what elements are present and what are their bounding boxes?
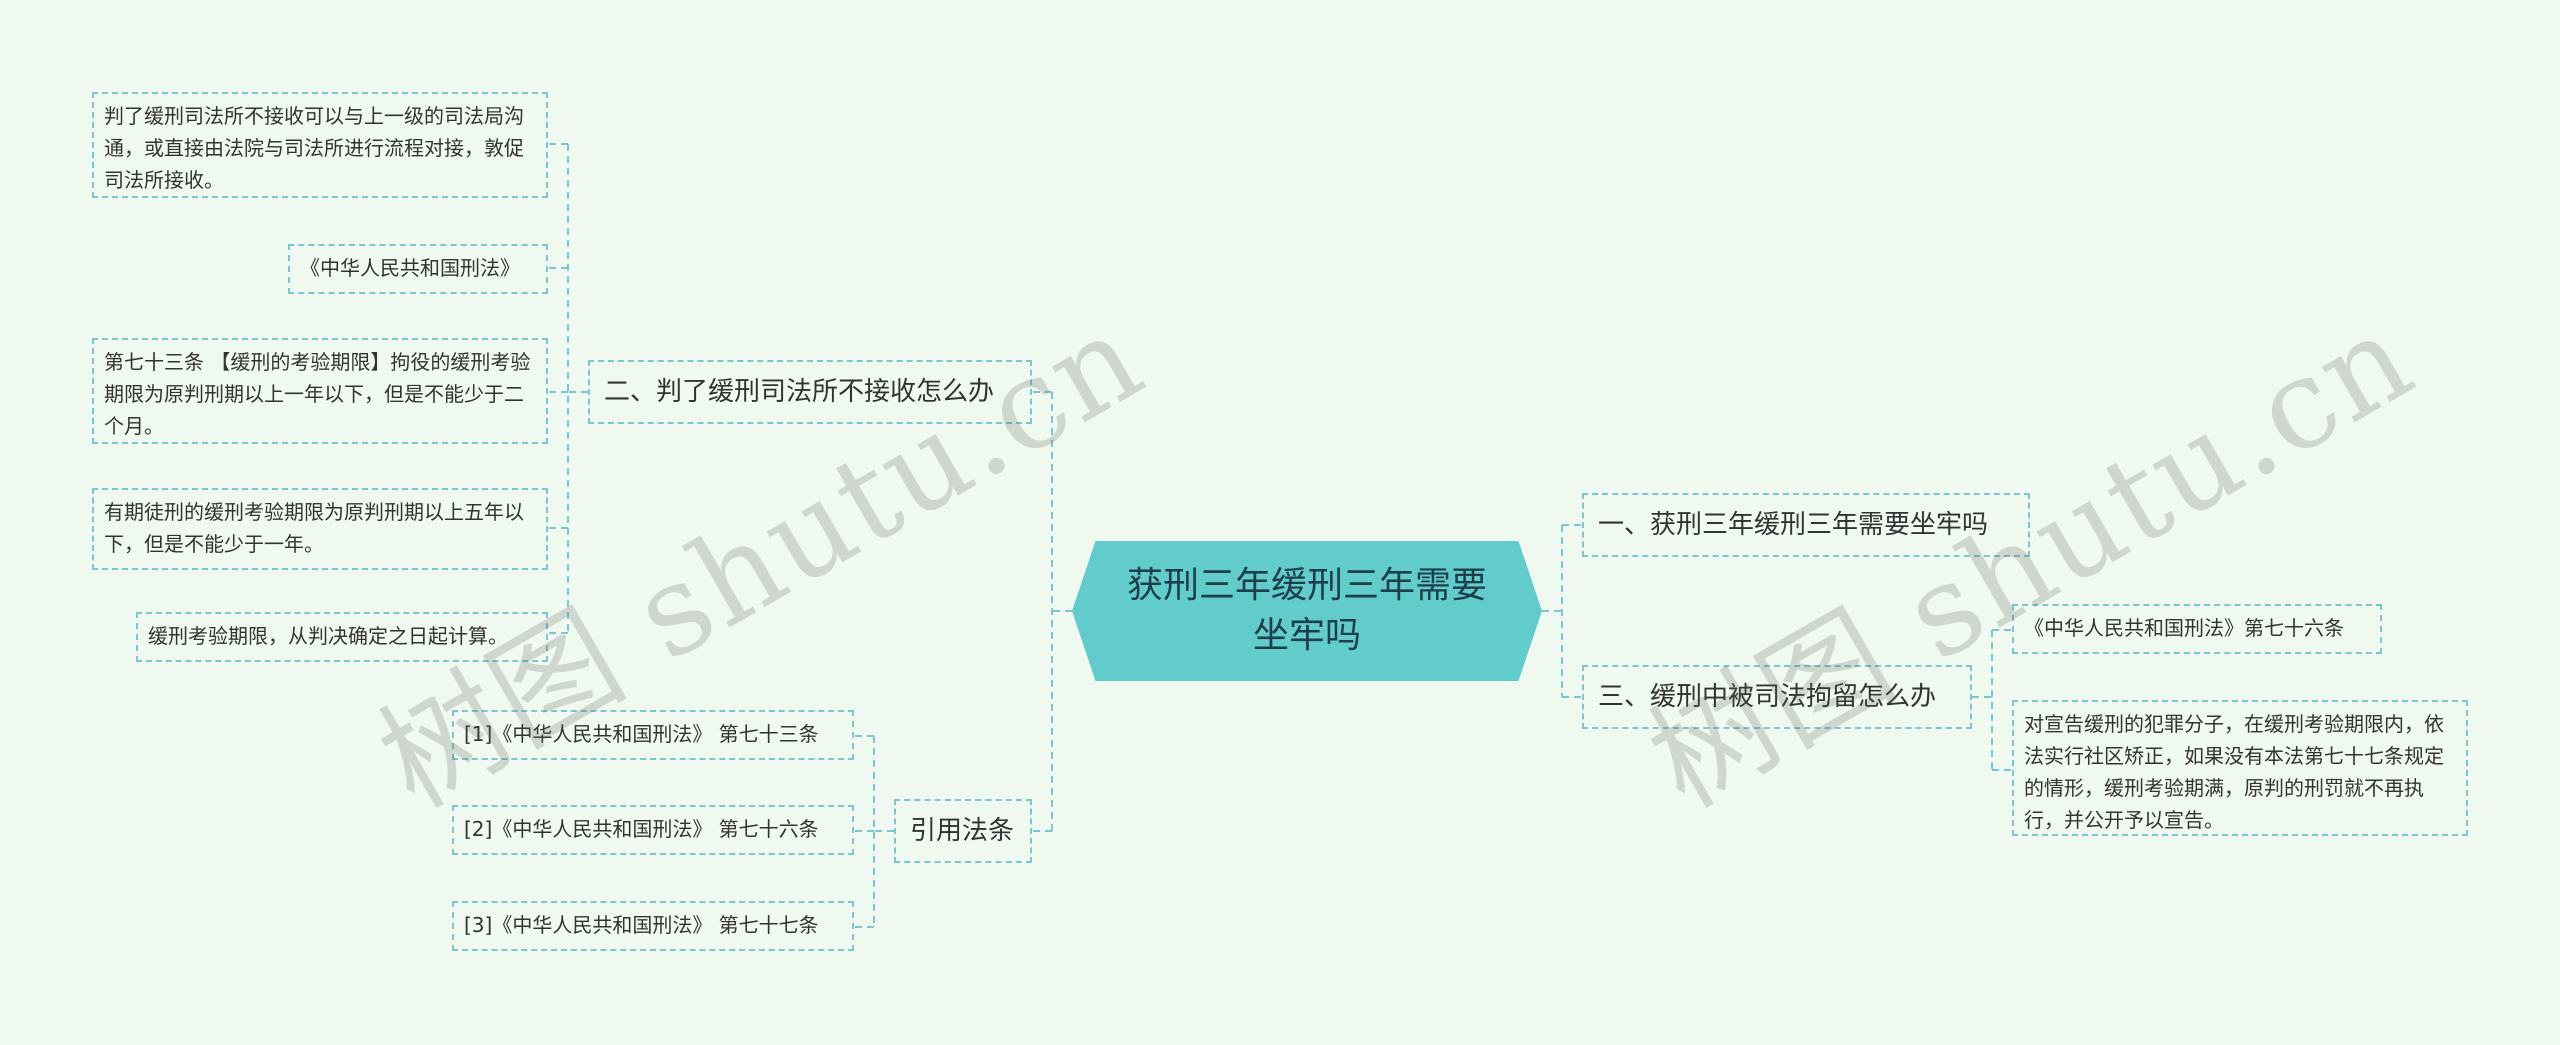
- branch-topic-1-label: 一、获刑三年缓刑三年需要坐牢吗: [1598, 510, 1989, 540]
- b4-leaf-2[interactable]: [2]《中华人民共和国刑法》 第七十六条: [452, 805, 854, 855]
- b2-leaf-5-text: 缓刑考验期限，从判决确定之日起计算。: [148, 624, 508, 648]
- branch-topic-3-label: 三、缓刑中被司法拘留怎么办: [1598, 682, 1937, 712]
- b3-leaf-1-text: 《中华人民共和国刑法》第七十六条: [2024, 616, 2344, 640]
- b2-leaf-1[interactable]: 判了缓刑司法所不接收可以与上一级的司法局沟通，或直接由法院与司法所进行流程对接，…: [92, 92, 548, 198]
- b4-leaf-3[interactable]: [3]《中华人民共和国刑法》 第七十七条: [452, 901, 854, 951]
- b4-leaf-3-text: [3]《中华人民共和国刑法》 第七十七条: [464, 913, 819, 937]
- branch-topic-3[interactable]: 三、缓刑中被司法拘留怎么办: [1582, 665, 1972, 729]
- b2-leaf-2[interactable]: 《中华人民共和国刑法》: [288, 244, 548, 294]
- branch-topic-2[interactable]: 二、判了缓刑司法所不接收怎么办: [588, 360, 1032, 424]
- branch-topic-2-label: 二、判了缓刑司法所不接收怎么办: [604, 377, 995, 407]
- b2-leaf-3[interactable]: 第七十三条 【缓刑的考验期限】拘役的缓刑考验期限为原判刑期以上一年以下，但是不能…: [92, 338, 548, 444]
- b2-leaf-4-text: 有期徒刑的缓刑考验期限为原判刑期以上五年以下，但是不能少于一年。: [104, 500, 524, 556]
- b2-leaf-5[interactable]: 缓刑考验期限，从判决确定之日起计算。: [136, 612, 548, 662]
- branch-topic-4[interactable]: 引用法条: [894, 799, 1032, 863]
- b3-leaf-2-text: 对宣告缓刑的犯罪分子，在缓刑考验期限内，依法实行社区矫正，如果没有本法第七十七条…: [2024, 712, 2444, 832]
- branch-topic-1[interactable]: 一、获刑三年缓刑三年需要坐牢吗: [1582, 493, 2030, 557]
- central-topic-label: 获刑三年缓刑三年需要坐牢吗: [1126, 565, 1487, 656]
- b4-leaf-1[interactable]: [1]《中华人民共和国刑法》 第七十三条: [452, 710, 854, 760]
- b4-leaf-2-text: [2]《中华人民共和国刑法》 第七十六条: [464, 817, 819, 841]
- b3-leaf-2[interactable]: 对宣告缓刑的犯罪分子，在缓刑考验期限内，依法实行社区矫正，如果没有本法第七十七条…: [2012, 700, 2468, 836]
- b2-leaf-3-text: 第七十三条 【缓刑的考验期限】拘役的缓刑考验期限为原判刑期以上一年以下，但是不能…: [104, 350, 531, 438]
- branch-topic-4-label: 引用法条: [910, 816, 1015, 846]
- b2-leaf-4[interactable]: 有期徒刑的缓刑考验期限为原判刑期以上五年以下，但是不能少于一年。: [92, 488, 548, 570]
- central-topic[interactable]: 获刑三年缓刑三年需要坐牢吗: [1072, 541, 1542, 681]
- b4-leaf-1-text: [1]《中华人民共和国刑法》 第七十三条: [464, 722, 819, 746]
- b2-leaf-2-text: 《中华人民共和国刑法》: [300, 256, 520, 280]
- b2-leaf-1-text: 判了缓刑司法所不接收可以与上一级的司法局沟通，或直接由法院与司法所进行流程对接，…: [104, 104, 524, 192]
- b3-leaf-1[interactable]: 《中华人民共和国刑法》第七十六条: [2012, 604, 2382, 654]
